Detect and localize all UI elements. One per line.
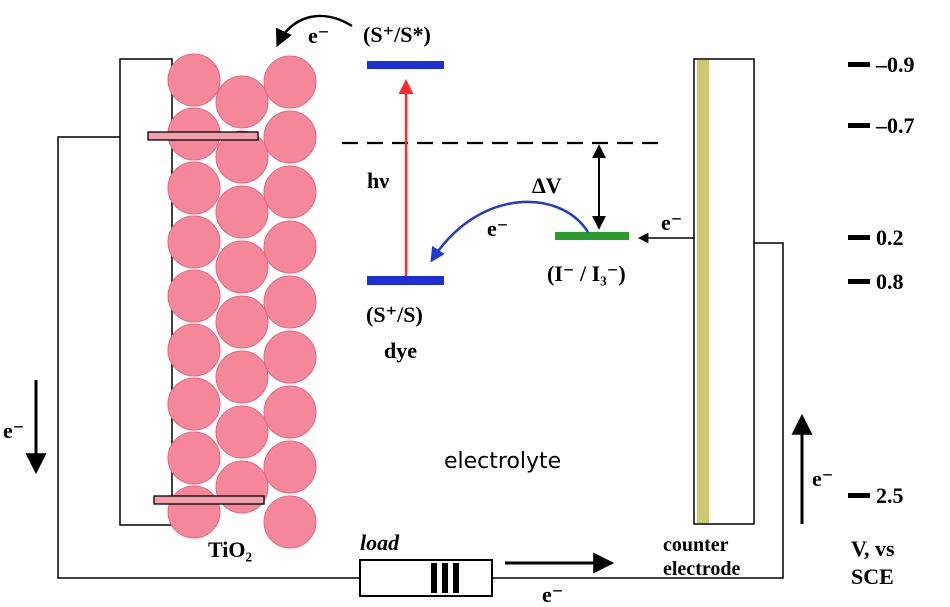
electron-label-regeneration: e⁻ (487, 216, 508, 241)
scale-label-1: –0.9 (875, 52, 915, 77)
photon-label: hν (367, 168, 389, 193)
scale-tick-1 (848, 62, 870, 67)
tio2-particle (215, 460, 269, 514)
excited-state-level (367, 61, 444, 69)
ground-state-label: (S⁺/S) (366, 302, 423, 327)
tio2-particle (263, 440, 317, 494)
tio2-particle (263, 165, 317, 219)
tio2-particle (215, 240, 269, 294)
electron-label-injection: e⁻ (308, 23, 329, 48)
tio2-particle (263, 330, 317, 384)
redox-couple-label: (I⁻ / I₃⁻) (547, 261, 626, 286)
electron-label-right: e⁻ (812, 466, 833, 491)
bottom-contact-strip (153, 495, 265, 505)
tio2-particle (167, 377, 221, 431)
scale-tick-2 (848, 123, 870, 128)
tio2-particle (167, 161, 221, 215)
tio2-particle (263, 385, 317, 439)
tio2-particle (215, 130, 269, 184)
tio2-particle (215, 295, 269, 349)
counter-electrode-coating (697, 60, 709, 523)
injection-arrow (275, 14, 353, 48)
electron-label-bottom: e⁻ (542, 582, 563, 607)
dye-label: dye (384, 338, 417, 363)
tio2-particle (263, 220, 317, 274)
electrolyte-label: electrolyte (444, 449, 561, 474)
counter-electrode-label-line2: electrode (663, 558, 740, 580)
top-contact-strip (147, 131, 259, 141)
tio2-particle (215, 185, 269, 239)
scale-tick-3 (848, 235, 870, 240)
tio2-particle (167, 53, 221, 107)
regeneration-arrow (430, 200, 590, 263)
tio2-particle (215, 350, 269, 404)
redox-level (555, 232, 629, 240)
load-resistor (359, 559, 493, 597)
tio2-particle (263, 275, 317, 329)
circuit-wire-left (57, 136, 360, 579)
excited-state-label: (S⁺/S*) (363, 22, 431, 47)
load-label: load (360, 530, 400, 555)
delta-v-label: ΔV (532, 173, 562, 198)
scale-label-2: –0.7 (875, 113, 915, 138)
counter-electrode-label-line1: counter (663, 534, 729, 556)
tio2-particle (167, 323, 221, 377)
scale-label-3: 0.2 (876, 225, 904, 250)
tio2-particle (263, 495, 317, 549)
tio2-particle (167, 215, 221, 269)
tio2-particle (263, 110, 317, 164)
tio2-electrode-frame (119, 58, 173, 526)
tio2-label: TiO₂ (208, 537, 253, 562)
scale-tick-4 (848, 279, 870, 284)
scale-unit-line1: V, vs (851, 536, 895, 561)
tio2-particle (167, 269, 221, 323)
electron-label-counter: e⁻ (661, 210, 682, 235)
tio2-particle (215, 405, 269, 459)
scale-label-5: 2.5 (876, 483, 904, 508)
tio2-nanoparticles (167, 53, 317, 549)
tio2-particle (167, 485, 221, 539)
electron-label-left: e⁻ (3, 418, 24, 443)
ground-state-level (367, 276, 444, 285)
scale-tick-5 (848, 493, 870, 498)
scale-unit-line2: SCE (851, 564, 894, 589)
tio2-particle (167, 431, 221, 485)
tio2-particle (263, 55, 317, 109)
tio2-particle (215, 75, 269, 129)
scale-label-4: 0.8 (876, 269, 904, 294)
